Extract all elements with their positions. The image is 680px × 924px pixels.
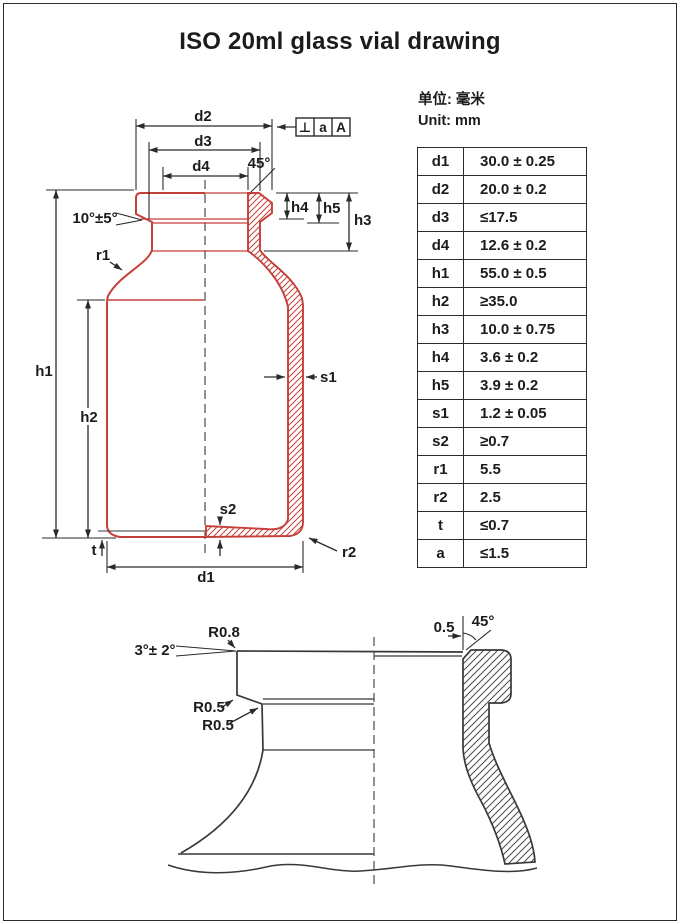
dim-value: ≤1.5 [463, 539, 587, 568]
vial-section-view [98, 180, 304, 557]
r2-leader [308, 537, 338, 552]
vial-section-wall [205, 192, 304, 538]
label-d4: d4 [192, 158, 210, 175]
label-r2: r2 [342, 544, 356, 561]
dim-value: 10.0 ± 0.75 [463, 315, 587, 344]
r08-leader [227, 639, 236, 649]
label-taper-angle: 10°±5° [72, 210, 117, 227]
dim-value: 30.0 ± 0.25 [463, 147, 587, 176]
dim-key: d2 [417, 175, 464, 204]
dim-key: a [417, 539, 464, 568]
fcf-datum: A [336, 120, 346, 135]
extension-lines [42, 119, 358, 573]
main-view-labels: d2 d3 d4 45° 10°±5° h4 h5 h3 h1 h2 r1 s1… [35, 108, 371, 586]
detail-top-edge [236, 650, 464, 653]
label-h5: h5 [323, 200, 341, 217]
label-d2: d2 [194, 108, 212, 125]
dim-key: h1 [417, 259, 464, 288]
break-wavy-line [167, 863, 538, 874]
leader-arrows [99, 124, 338, 556]
label-h1: h1 [35, 363, 53, 380]
angle3-wedge-bottom [175, 650, 237, 657]
finish-detail-view: R0.8 3°± 2° R0.5 R0.5 0.5 45° [134, 613, 538, 884]
units-en: Unit: mm [418, 113, 481, 130]
dim-key: d4 [417, 231, 464, 260]
feature-control-frame: ⊥ a A [295, 117, 351, 137]
label-h2: h2 [80, 409, 98, 426]
dim-value: 5.5 [463, 455, 587, 484]
table-row: a≤1.5 [417, 539, 587, 568]
page-title: ISO 20ml glass vial drawing [179, 28, 501, 55]
dim-key: h3 [417, 315, 464, 344]
r05-upper-leader [220, 699, 234, 709]
label-r0-8: R0.8 [208, 624, 240, 641]
label-d3: d3 [194, 133, 212, 150]
units-block: 单位: 毫米 Unit: mm [418, 90, 485, 132]
label-chamfer-width: 0.5 [434, 619, 455, 636]
chamfer-angle-line [465, 629, 492, 651]
label-t: t [92, 542, 97, 559]
dim-key: s2 [417, 427, 464, 456]
units-cn: 单位: 毫米 [418, 92, 485, 108]
label-h2-mask [77, 408, 101, 425]
dim-key: d1 [417, 147, 464, 176]
vial-left-outline [106, 192, 205, 538]
label-3deg: 3°± 2° [134, 642, 175, 659]
label-chamfer-angle: 45° [472, 613, 495, 630]
label-r0-5-lower: R0.5 [202, 717, 234, 734]
dim-value: 55.0 ± 0.5 [463, 259, 587, 288]
fcf-tolerance: a [319, 120, 327, 135]
r1-leader [109, 261, 123, 271]
label-s2: s2 [220, 501, 237, 518]
dim-key: h4 [417, 343, 464, 372]
label-h3: h3 [354, 212, 372, 229]
label-45deg: 45° [248, 155, 271, 172]
dim-value: ≤17.5 [463, 203, 587, 232]
r05-lower-leader [229, 707, 259, 724]
dim-key: s1 [417, 399, 464, 428]
detail-section-wall [462, 649, 536, 865]
dim-value: 3.6 ± 0.2 [463, 343, 587, 372]
detail-left-outline [180, 651, 264, 854]
chamfer-angle-arc [462, 632, 477, 641]
table-row: s2≥0.7 [417, 427, 587, 456]
sheet-border [3, 3, 677, 921]
fcf-perpendicularity-symbol: ⊥ [299, 120, 311, 135]
angle3-wedge-top [175, 645, 237, 652]
table-row: d3≤17.5 [417, 203, 587, 232]
label-r1: r1 [96, 247, 110, 264]
label-h4: h4 [291, 199, 309, 216]
dim-value: 3.9 ± 0.2 [463, 371, 587, 400]
label-s1: s1 [320, 369, 337, 386]
label-d1: d1 [197, 569, 215, 586]
label-r0-5-upper: R0.5 [193, 699, 225, 716]
